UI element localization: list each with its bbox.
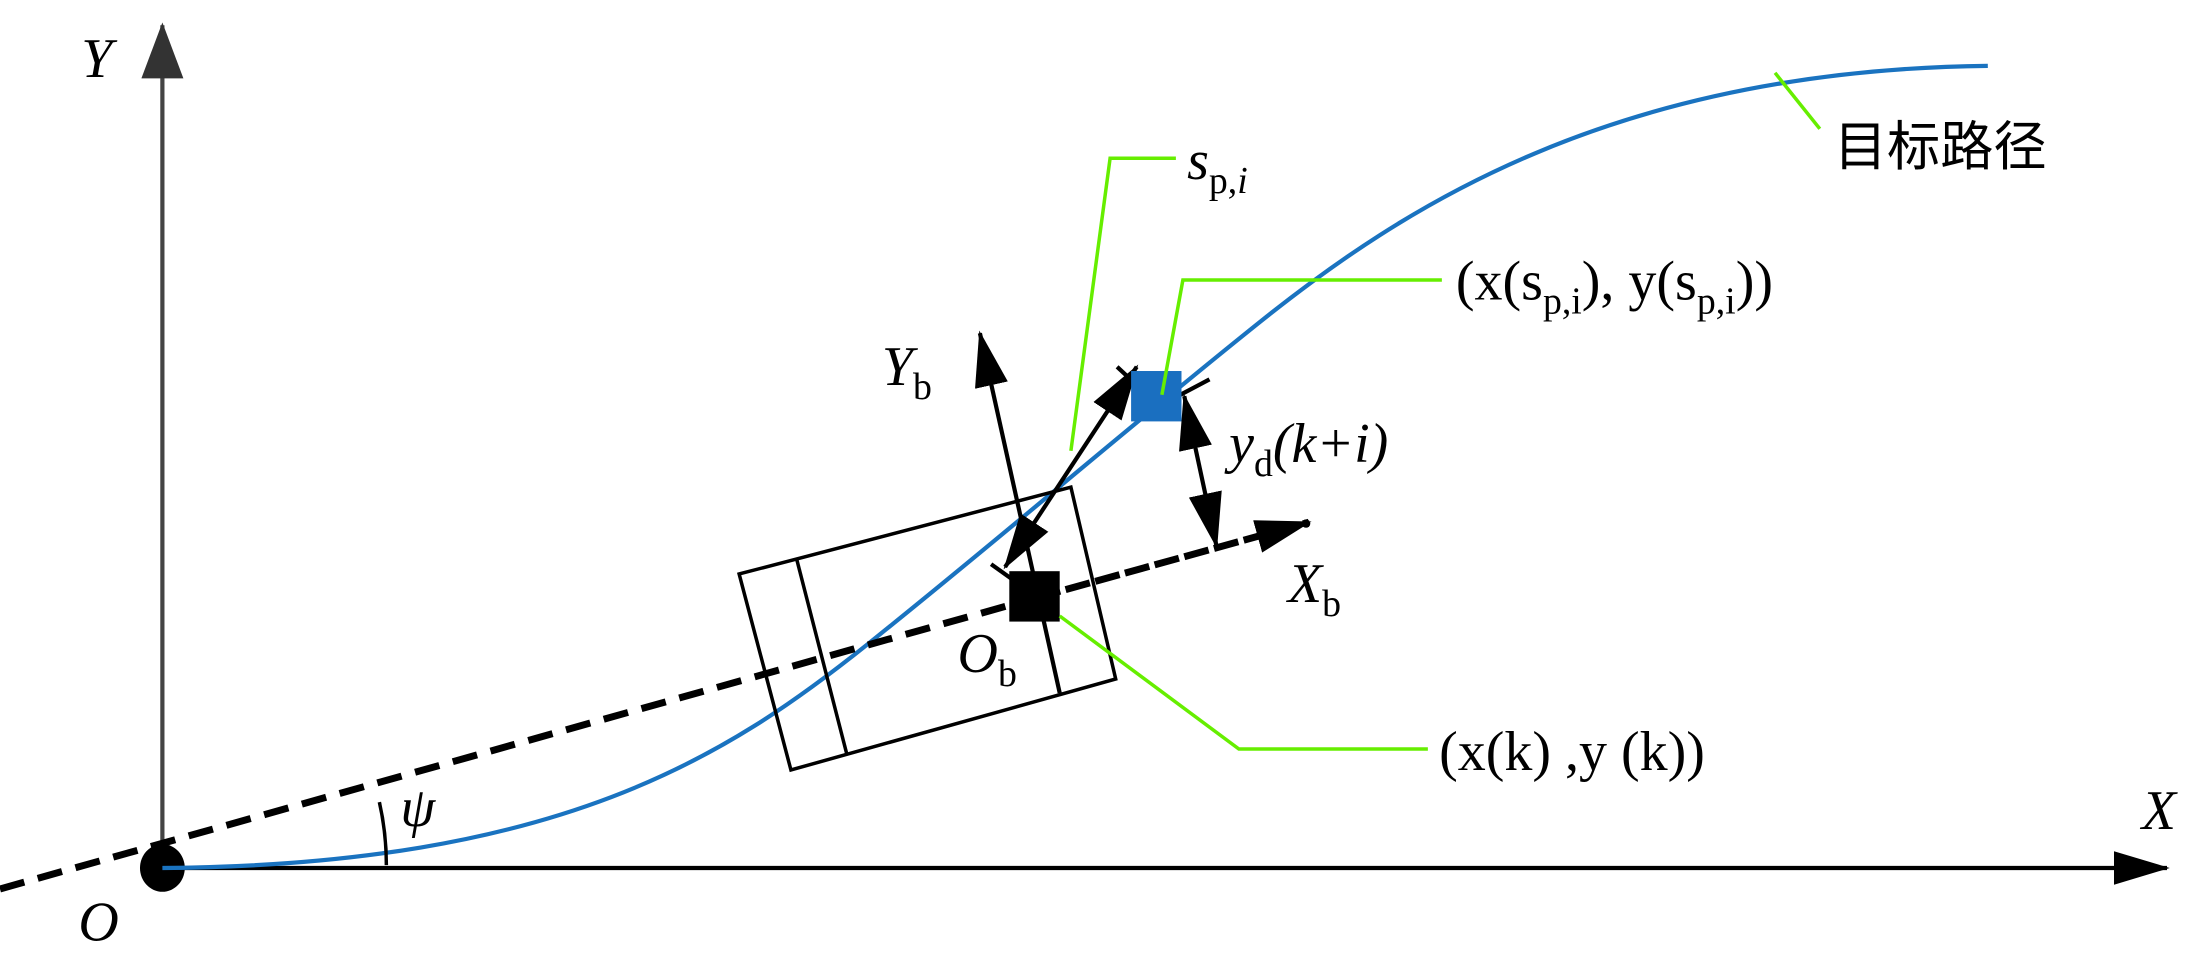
vehicle-axle-line	[794, 558, 849, 756]
heading-line	[0, 594, 1037, 893]
lateral-error-arrow	[1179, 393, 1222, 549]
leader-vehicle-point	[1058, 614, 1428, 751]
vehicle-point-label: (x(k) ,y (k))	[1439, 721, 1705, 783]
origin-dot	[139, 844, 185, 892]
reference-point-marker	[1131, 371, 1182, 422]
target-path-label: 目标路径	[1834, 116, 2047, 178]
target-path-curve	[162, 63, 1988, 871]
vehicle-position-marker	[1009, 571, 1060, 622]
distance-arrow	[1003, 364, 1139, 570]
sp-label: sp,i	[1187, 130, 1248, 202]
x-body-axis	[1034, 518, 1312, 602]
x-axis-label: X	[2140, 780, 2178, 842]
origin-label: O	[78, 892, 118, 954]
x-body-label: Xb	[1286, 553, 1341, 625]
reference-point-label: (x(sp,i), y(sp,i))	[1456, 251, 1773, 323]
leader-sp	[1069, 156, 1176, 452]
leader-target-path	[1773, 71, 1822, 130]
angle-label: ψ	[400, 777, 436, 839]
y-axis-label: Y	[81, 28, 118, 90]
lateral-error-label: yd(k+i)	[1224, 413, 1388, 485]
leader-ref-point	[1160, 278, 1442, 396]
y-body-label: Yb	[882, 336, 932, 408]
vehicle-body	[736, 485, 1118, 773]
body-origin-label: Ob	[958, 623, 1017, 695]
angle-arc	[377, 801, 389, 866]
